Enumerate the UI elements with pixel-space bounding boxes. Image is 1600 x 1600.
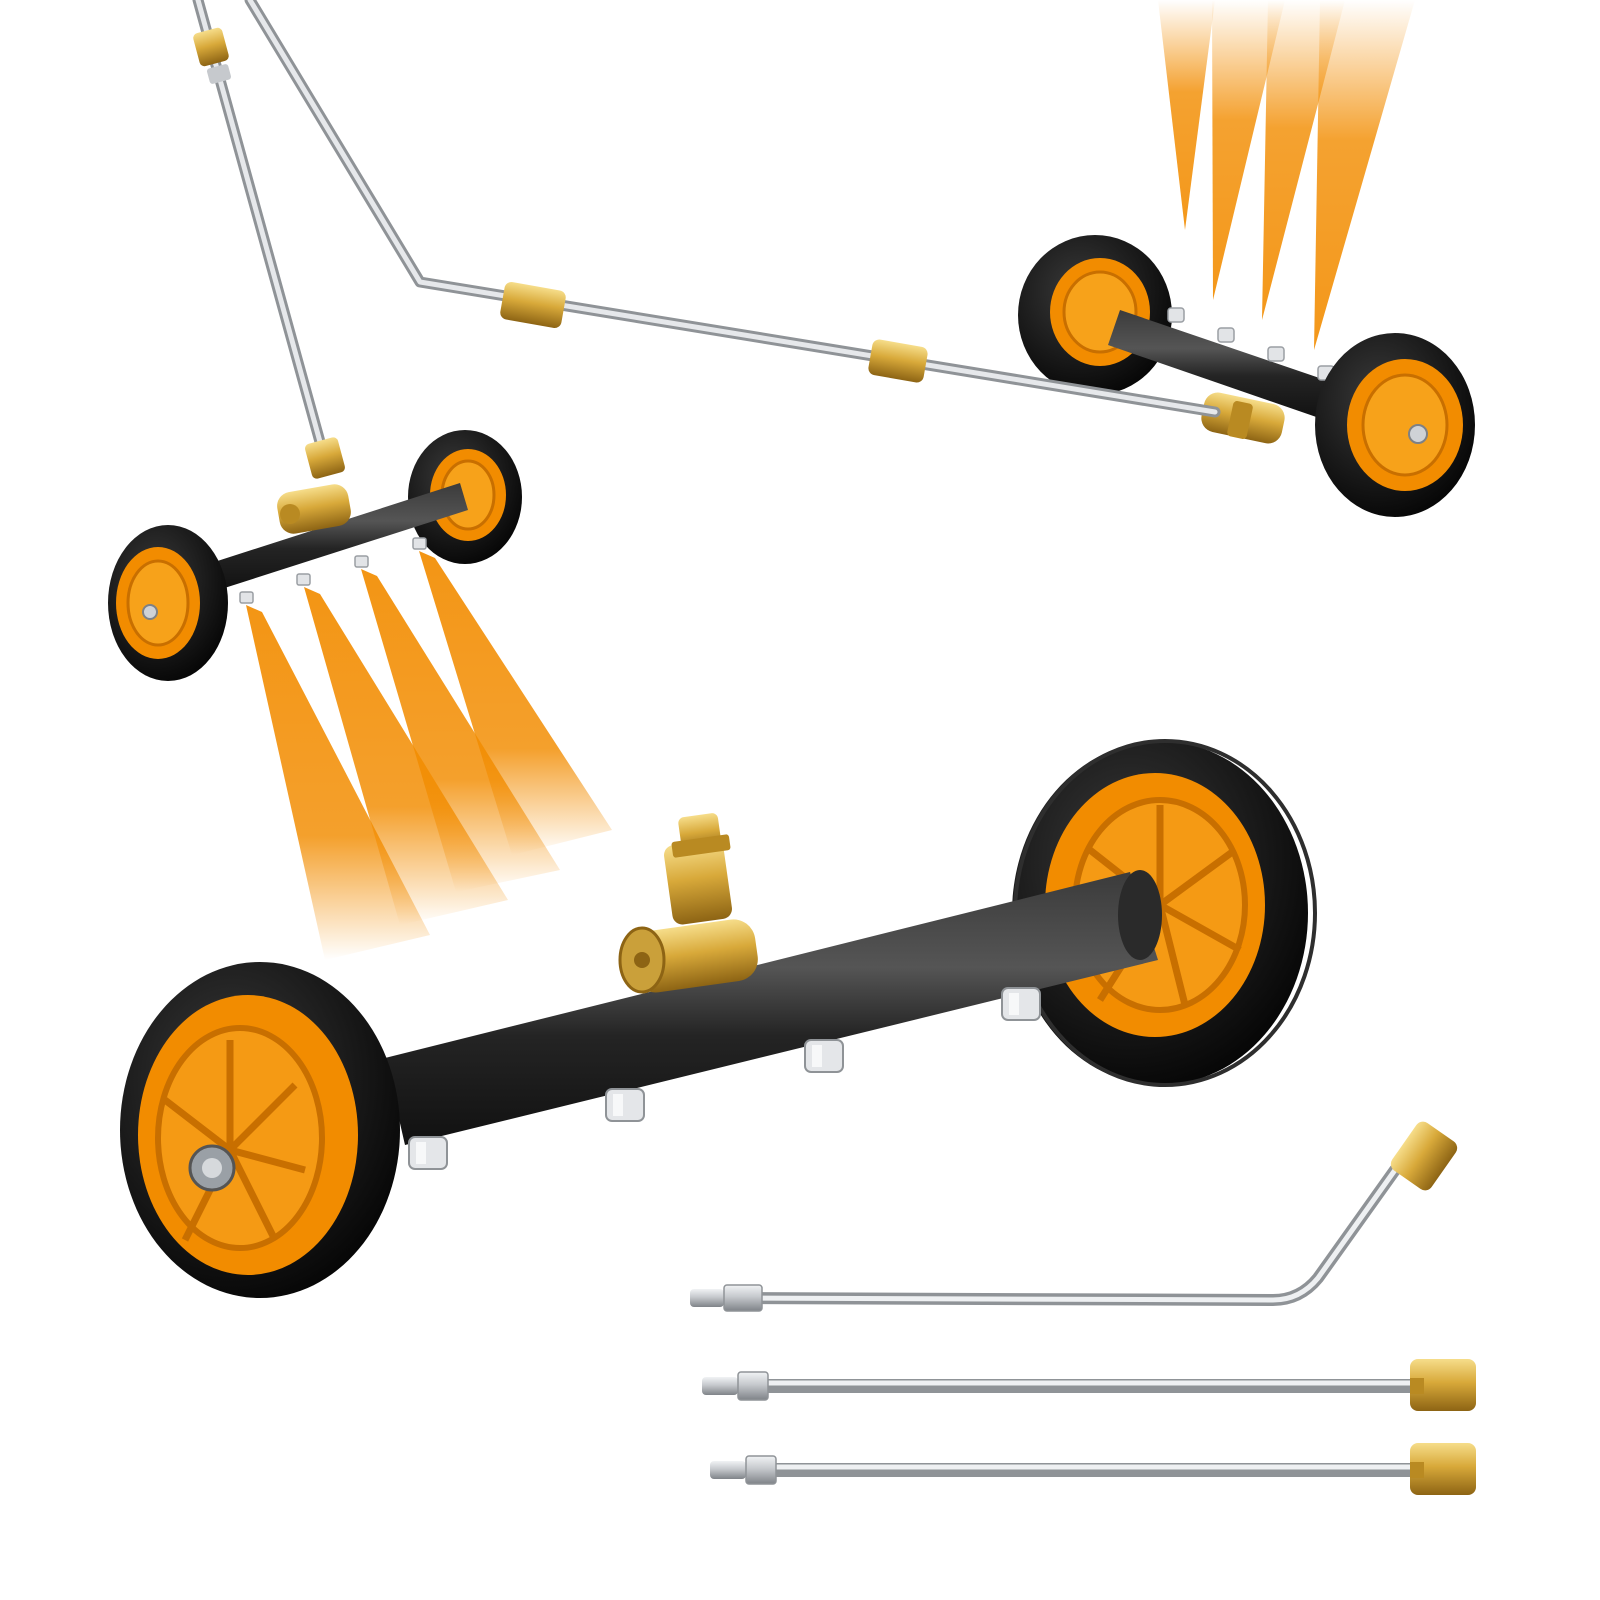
brass-coupler <box>500 282 566 328</box>
nozzle <box>1001 987 1041 1021</box>
swivel-inlet <box>618 813 758 994</box>
top-right-cleaner <box>1018 0 1475 517</box>
wheel-front <box>120 962 400 1298</box>
wand-top-long <box>244 0 1221 418</box>
nozzle <box>408 1136 448 1170</box>
main-cleaner <box>120 739 1317 1298</box>
brass-coupler <box>1390 1121 1458 1191</box>
swivel-inlet <box>277 484 351 534</box>
brass-coupler <box>1410 1359 1476 1411</box>
wand-straight <box>192 0 345 479</box>
extension-wand-straight <box>702 1359 1476 1411</box>
spray-fans <box>246 551 612 960</box>
extension-wand-straight <box>710 1443 1476 1495</box>
brass-coupler <box>1410 1443 1476 1495</box>
spray-bar <box>1108 307 1340 420</box>
swivel-inlet <box>1201 392 1285 444</box>
top-left-cleaner <box>108 0 612 960</box>
extension-wand-bent <box>690 1121 1458 1312</box>
wheel-front <box>108 525 228 681</box>
quick-connect-plug <box>710 1455 777 1485</box>
extension-wands <box>690 1121 1476 1495</box>
nozzles <box>408 987 1041 1170</box>
spray-bar <box>385 870 1162 1145</box>
brass-coupler <box>868 339 928 383</box>
quick-connect-plug <box>690 1284 763 1312</box>
wheel-front <box>1315 333 1475 517</box>
nozzle <box>804 1039 844 1073</box>
nozzle <box>605 1088 645 1122</box>
wheel-back <box>1018 235 1172 395</box>
spray-bar <box>205 483 468 604</box>
wheel-back <box>408 430 522 564</box>
quick-connect-plug <box>702 1371 769 1401</box>
spray-fans <box>1158 0 1415 350</box>
